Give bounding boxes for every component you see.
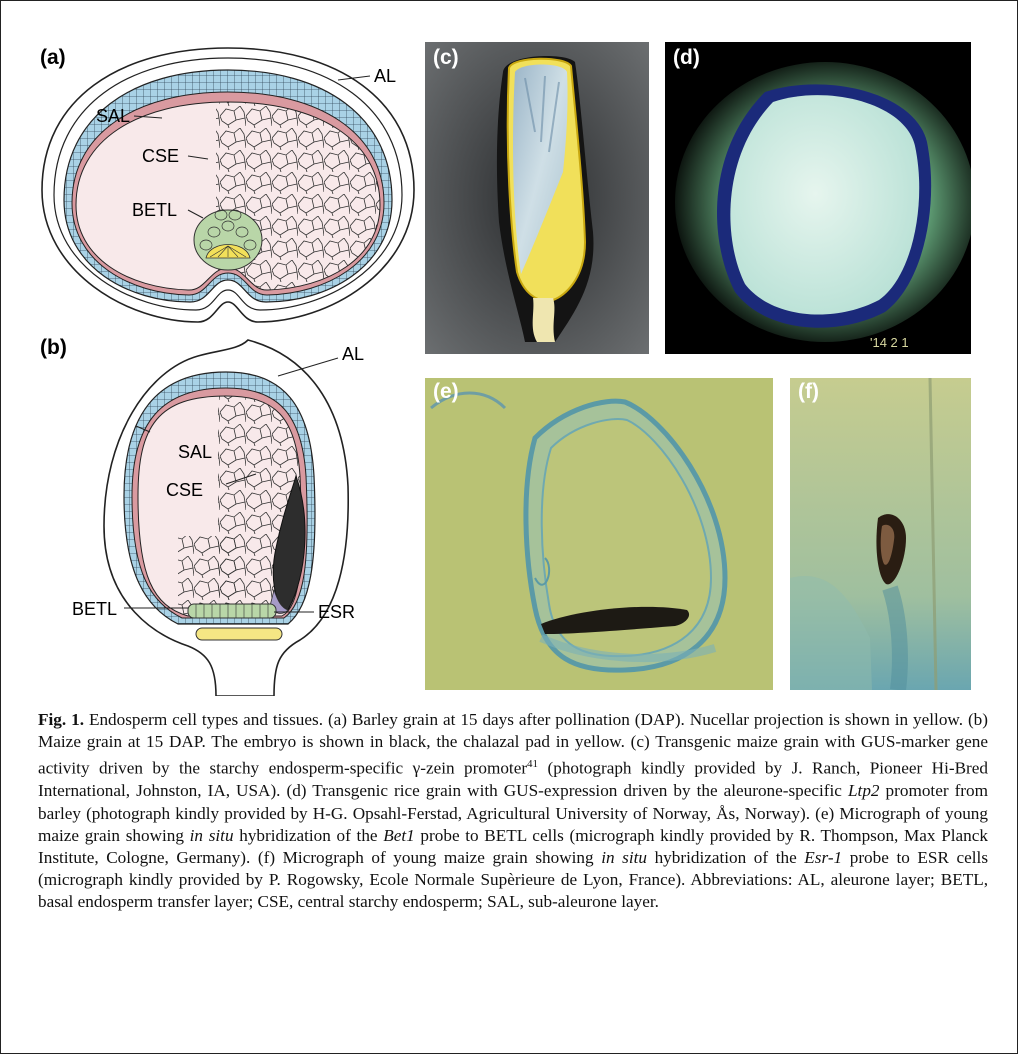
panel-e-label: (e) — [433, 380, 459, 404]
panel-a-barley-diagram: AL SAL CSE BETL (a) — [38, 40, 418, 330]
panel-e-micrograph: (e) — [425, 378, 773, 690]
rice-grain-photo: '14 2 1 — [665, 42, 971, 354]
panel-d-label: (d) — [673, 46, 700, 70]
panel-f-micrograph: (f) — [790, 378, 971, 690]
caption-gene-esr1: Esr-1 — [804, 848, 842, 867]
panel-b-maize-diagram: AL SAL CSE BETL ESR (b) — [38, 336, 418, 696]
maize-grain-diagram: AL SAL CSE BETL ESR — [38, 336, 418, 696]
panel-a-label: (a) — [40, 46, 66, 70]
date-stamp: '14 2 1 — [870, 335, 909, 350]
label-cse: CSE — [166, 480, 203, 500]
figure-caption: Fig. 1. Endosperm cell types and tissues… — [38, 709, 988, 914]
esr1-micrograph — [790, 378, 971, 690]
label-sal: SAL — [178, 442, 212, 462]
panel-c-label: (c) — [433, 46, 459, 70]
betl-row — [188, 604, 276, 618]
label-esr: ESR — [318, 602, 355, 622]
panel-d-rice-photo: '14 2 1 (d) — [665, 42, 971, 354]
panel-b-label: (b) — [40, 336, 67, 360]
caption-gene-ltp2: Ltp2 — [848, 781, 880, 800]
label-cse: CSE — [142, 146, 179, 166]
caption-text-4: hybridization of the — [234, 826, 384, 845]
label-betl: BETL — [72, 599, 117, 619]
caption-text-6: hybridization of the — [647, 848, 804, 867]
caption-gene-bet1: Bet1 — [383, 826, 415, 845]
caption-fig-label: Fig. 1. — [38, 710, 84, 729]
betl-cluster — [194, 210, 262, 270]
label-betl: BETL — [132, 200, 177, 220]
label-al: AL — [342, 344, 364, 364]
bet1-micrograph — [425, 378, 773, 690]
label-sal: SAL — [96, 106, 130, 126]
caption-ref-41: 41 — [527, 758, 538, 770]
label-al: AL — [374, 66, 396, 86]
panel-c-maize-photo: (c) — [425, 42, 649, 354]
barley-grain-diagram: AL SAL CSE BETL — [38, 40, 418, 330]
caption-in-situ-1: in situ — [190, 826, 234, 845]
panel-f-label: (f) — [798, 380, 819, 404]
maize-kernel-photo — [425, 42, 649, 354]
caption-in-situ-2: in situ — [601, 848, 647, 867]
